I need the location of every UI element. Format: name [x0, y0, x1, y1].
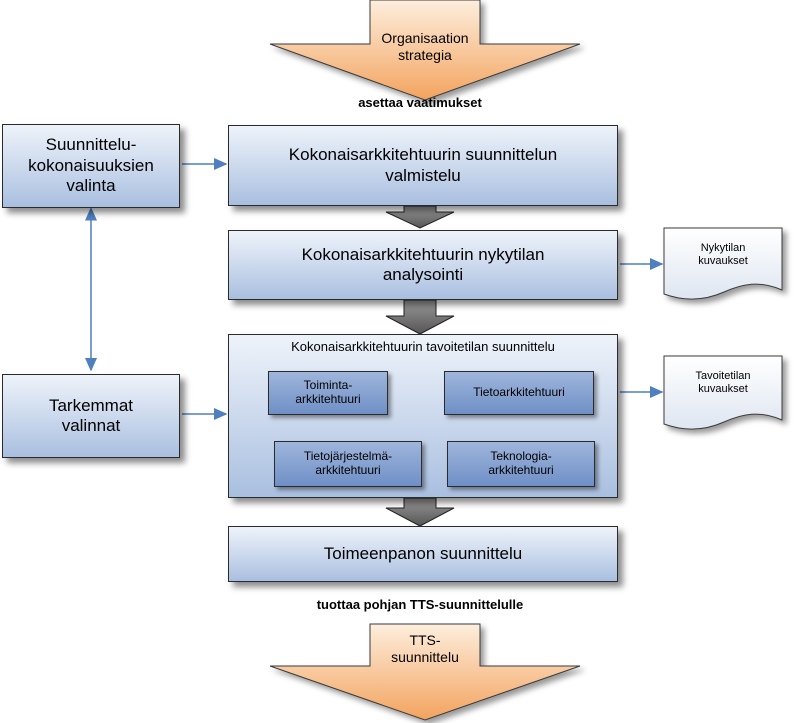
teknologia-arkkitehtuuri-box: Teknologia- arkkitehtuuri [447, 441, 595, 487]
tieto-label: Tietoarkkitehtuuri [473, 385, 565, 400]
teknologia-line2: arkkitehtuuri [488, 463, 554, 477]
tts-line2: suunnittelu [391, 648, 459, 665]
doc2-line1: Tavoitetilan [695, 370, 751, 382]
selection-line2: kokonaisuuksien [28, 155, 154, 175]
requirements-label: asettaa vaatimukset [358, 95, 482, 110]
implementation-label: Toimeenpanon suunnittelu [323, 543, 523, 563]
step-preparation: Kokonaisarkkitehtuurin suunnittelun valm… [228, 125, 618, 206]
analysis-line1: Kokonaisarkkitehtuurin nykytilan [301, 244, 545, 264]
details-line1: Tarkemmat [48, 395, 134, 415]
selection-line1: Suunnittelu- [45, 135, 137, 155]
target-state-document-icon [663, 355, 783, 430]
current-state-document-label: Nykytilan kuvaukset [664, 242, 782, 268]
selection-box: Suunnittelu- kokonaisuuksien valinta [2, 124, 180, 208]
step-current-state-analysis: Kokonaisarkkitehtuurin nykytilan analyso… [228, 230, 618, 300]
analysis-line2: analysointi [382, 265, 464, 284]
flow-arrow-2 [385, 299, 455, 335]
strategy-line1: Organisaation [381, 30, 469, 46]
doc1-line1: Nykytilan [700, 242, 746, 254]
toiminta-line2: arkkitehtuuri [295, 392, 361, 406]
current-state-document-icon [663, 227, 783, 300]
target-state-document-label: Tavoitetilan kuvaukset [664, 370, 782, 396]
strategy-line2: strategia [398, 46, 452, 63]
doc1-line2: kuvaukset [698, 255, 748, 268]
target-planning-title: Kokonaisarkkitehtuurin tavoitetilan suun… [291, 339, 555, 354]
flow-arrow-1 [385, 205, 455, 229]
preparation-line1: Kokonaisarkkitehtuurin suunnittelun [288, 145, 558, 165]
teknologia-line1: Teknologia- [490, 449, 552, 464]
preparation-line2: valmistelu [385, 165, 461, 185]
doc2-line2: kuvaukset [698, 383, 748, 396]
toiminta-arkkitehtuuri-box: Toiminta- arkkitehtuuri [268, 371, 388, 415]
tietoarkkitehtuuri-box: Tietoarkkitehtuuri [444, 371, 594, 415]
flow-arrow-3 [385, 497, 455, 527]
produces-label: tuottaa pohjan TTS-suunnittelulle [316, 597, 524, 612]
details-line2: valinnat [61, 416, 121, 435]
toiminta-line1: Toiminta- [303, 378, 353, 393]
tts-line1: TTS- [409, 632, 441, 648]
strategy-arrow-shape [269, 0, 581, 101]
tietojarjestelma-arkkitehtuuri-box: Tietojärjestelmä- arkkitehtuuri [274, 441, 422, 487]
strategy-arrow-label: Organisaation strategia [355, 30, 495, 64]
details-box: Tarkemmat valinnat [2, 374, 180, 458]
tietojarjestelma-line1: Tietojärjestelmä- [303, 449, 393, 464]
tts-arrow-shape [269, 623, 581, 721]
tietojarjestelma-line2: arkkitehtuuri [315, 463, 381, 477]
step-implementation-planning: Toimeenpanon suunnittelu [228, 526, 618, 582]
selection-line3: valinta [66, 176, 116, 196]
tts-arrow-label: TTS- suunnittelu [355, 632, 495, 666]
